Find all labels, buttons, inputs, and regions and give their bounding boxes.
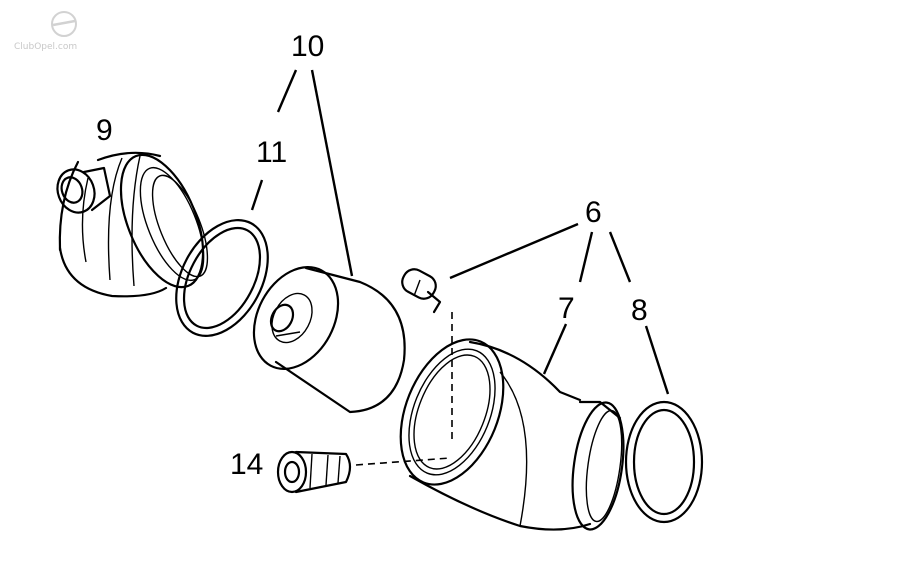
callout-11: 11 xyxy=(256,136,287,169)
callout-14: 14 xyxy=(230,448,263,481)
leader-6-b xyxy=(578,231,594,283)
callout-8: 8 xyxy=(631,294,648,327)
watermark-logo: ClubOpel.com xyxy=(14,11,77,52)
leader-8 xyxy=(644,325,670,395)
leader-11 xyxy=(250,179,264,211)
filter-housing xyxy=(399,338,625,531)
filter-element xyxy=(252,265,406,414)
leader-10-b xyxy=(310,69,354,277)
callout-9: 9 xyxy=(96,114,113,147)
bleed-screw xyxy=(401,268,442,314)
callout-6: 6 xyxy=(585,196,602,229)
leader-7 xyxy=(542,323,568,375)
callout-10: 10 xyxy=(291,30,324,63)
o-ring-11 xyxy=(175,219,269,337)
o-ring-8 xyxy=(624,400,704,524)
leader-10-a xyxy=(276,69,298,113)
drain-plug xyxy=(276,450,352,494)
watermark-text: ClubOpel.com xyxy=(14,42,77,52)
callout-7: 7 xyxy=(558,292,575,325)
assembly-line-plug xyxy=(355,457,451,466)
leader-6-a xyxy=(449,222,579,280)
filter-cap xyxy=(56,151,209,298)
leader-6-c xyxy=(608,231,632,283)
